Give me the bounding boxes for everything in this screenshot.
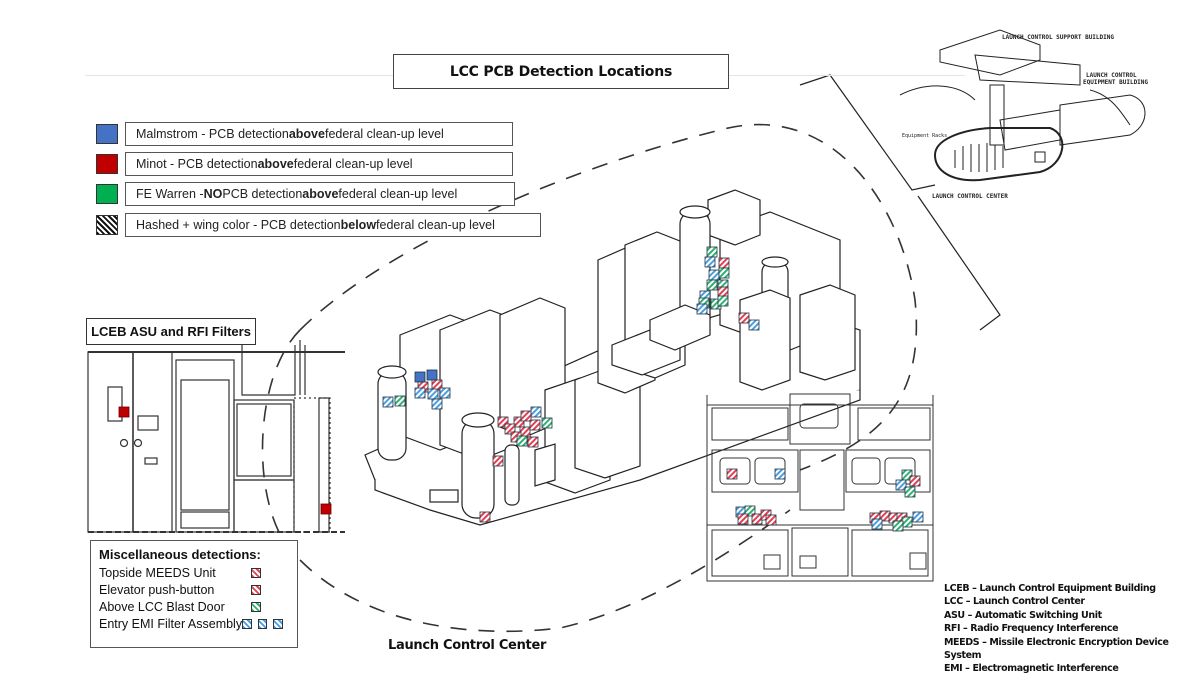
detection-marker-malmstrom (426, 369, 438, 381)
detection-marker-malmstrom (774, 468, 786, 480)
legend-item-fe_warren: FE Warren - NO PCB detection above feder… (96, 182, 515, 206)
legend-label: Malmstrom - PCB detection above federal … (125, 122, 513, 146)
detection-marker-malmstrom (427, 388, 439, 400)
detection-marker-fe_warren (706, 279, 718, 291)
legend-item-malmstrom: Malmstrom - PCB detection above federal … (96, 122, 513, 146)
detection-marker-fe_warren (541, 417, 553, 429)
detection-marker-minot (497, 416, 509, 428)
lceb-detection-marker-minot (118, 406, 130, 418)
misc-detection-label: Above LCC Blast Door (99, 599, 225, 614)
detection-marker-minot (251, 584, 261, 595)
inset-label-support-building: LAUNCH CONTROL SUPPORT BUILDING (1002, 34, 1114, 41)
misc-detection-item: Elevator push-button (99, 581, 289, 598)
inset-connector-line (799, 74, 1001, 331)
detection-marker-fe_warren (717, 295, 729, 307)
detection-marker-fe_warren (901, 469, 913, 481)
inset-label-equipment-building-2: EQUIPMENT BUILDING (1083, 79, 1149, 86)
legend-item-minot: Minot - PCB detection above federal clea… (96, 152, 513, 176)
inset-label-equipment-building-1: LAUNCH CONTROL (1086, 72, 1137, 79)
detection-marker-minot (520, 410, 532, 422)
lceb-panel-drawing (87, 340, 345, 533)
detection-marker-malmstrom (871, 518, 883, 530)
inset-label-equipment-racks: Equipment Racks (902, 133, 948, 139)
detection-marker-malmstrom (912, 511, 924, 523)
detection-marker-malmstrom (748, 319, 760, 331)
detection-marker-fe_warren (901, 516, 913, 528)
detection-marker-malmstrom (414, 371, 426, 383)
detection-marker-malmstrom (257, 618, 268, 629)
misc-detection-item: Above LCC Blast Door (99, 598, 289, 615)
detection-marker-fe_warren (904, 486, 916, 498)
legend-label: FE Warren - NO PCB detection above feder… (125, 182, 515, 206)
page-title: LCC PCB Detection Locations (393, 54, 729, 89)
misc-detections-box: Miscellaneous detections: Topside MEEDS … (90, 540, 298, 648)
detection-marker-minot (504, 423, 516, 435)
legend-label: Minot - PCB detection above federal clea… (125, 152, 513, 176)
misc-detections-title: Miscellaneous detections: (99, 547, 261, 562)
detection-marker-minot (738, 312, 750, 324)
detection-marker-malmstrom (696, 303, 708, 315)
inset-label-control-center: LAUNCH CONTROL CENTER (932, 193, 1008, 200)
detection-markers (118, 246, 924, 532)
abbreviations-list: LCEB – Launch Control Equipment Building… (944, 582, 1200, 676)
abbreviation-item: ASU – Automatic Switching Unit (944, 609, 1102, 621)
abbreviation-item: EMI – Electromagnetic Interference (944, 663, 1119, 675)
abbreviation-item: LCEB – Launch Control Equipment Building (944, 583, 1156, 594)
lcc-caption: Launch Control Center (388, 638, 547, 653)
detection-marker-malmstrom (242, 618, 252, 629)
detection-marker-minot (527, 436, 539, 448)
detection-marker-fe_warren (251, 601, 261, 612)
detection-marker-minot (726, 468, 738, 480)
detection-marker-malmstrom (704, 256, 716, 268)
legend-swatch-hashed (96, 215, 118, 235)
lceb-detection-marker-minot (320, 503, 332, 515)
detection-marker-fe_warren (394, 395, 406, 407)
detection-marker-malmstrom (895, 479, 907, 491)
detection-marker-fe_warren (892, 520, 904, 532)
misc-detection-item: Entry EMI Filter Assembly (99, 615, 289, 632)
legend-swatch-fe_warren (96, 184, 118, 204)
detection-marker-fe_warren (718, 267, 730, 279)
detection-marker-malmstrom (530, 406, 542, 418)
detection-marker-minot (737, 513, 749, 525)
detection-marker-minot (492, 455, 504, 467)
detection-marker-fe_warren (744, 505, 756, 517)
legend-label: Hashed + wing color - PCB detection belo… (125, 213, 541, 237)
detection-marker-minot (718, 257, 730, 269)
misc-detection-label: Entry EMI Filter Assembly (99, 616, 243, 631)
abbreviation-item: LCC – Launch Control Center (944, 596, 1085, 608)
misc-detection-item: Topside MEEDS Unit (99, 564, 289, 581)
abbreviation-item: MEEDS – Missile Electronic Encryption De… (944, 636, 1169, 662)
detection-marker-minot (519, 426, 531, 438)
legend-swatch-malmstrom (96, 124, 118, 144)
detection-marker-minot (751, 513, 763, 525)
detection-marker-fe_warren (706, 246, 718, 258)
abbreviation-item: RFI – Radio Frequency Interference (944, 623, 1119, 635)
misc-detection-label: Topside MEEDS Unit (99, 565, 216, 580)
detection-marker-minot (765, 514, 777, 526)
detection-marker-minot (529, 419, 541, 431)
lceb-panel-label: LCEB ASU and RFI Filters (86, 318, 256, 345)
legend-item-hashed: Hashed + wing color - PCB detection belo… (96, 213, 541, 237)
detection-marker-malmstrom (273, 618, 283, 629)
detection-marker-minot (513, 416, 525, 428)
legend-swatch-minot (96, 154, 118, 174)
detection-marker-minot (479, 511, 491, 523)
detection-marker-minot (909, 475, 921, 487)
lcc-isometric-drawing (364, 189, 861, 526)
detection-marker-malmstrom (708, 269, 720, 281)
detection-marker-fe_warren (516, 435, 528, 447)
detection-marker-malmstrom (439, 387, 451, 399)
launch-console-drawing (706, 393, 934, 582)
misc-detection-label: Elevator push-button (99, 582, 215, 597)
inset-site-drawing (899, 29, 1146, 182)
detection-marker-malmstrom (431, 398, 443, 410)
detection-marker-minot (717, 286, 729, 298)
detection-marker-malmstrom (382, 396, 394, 408)
detection-marker-malmstrom (414, 387, 426, 399)
detection-marker-minot (251, 567, 261, 578)
